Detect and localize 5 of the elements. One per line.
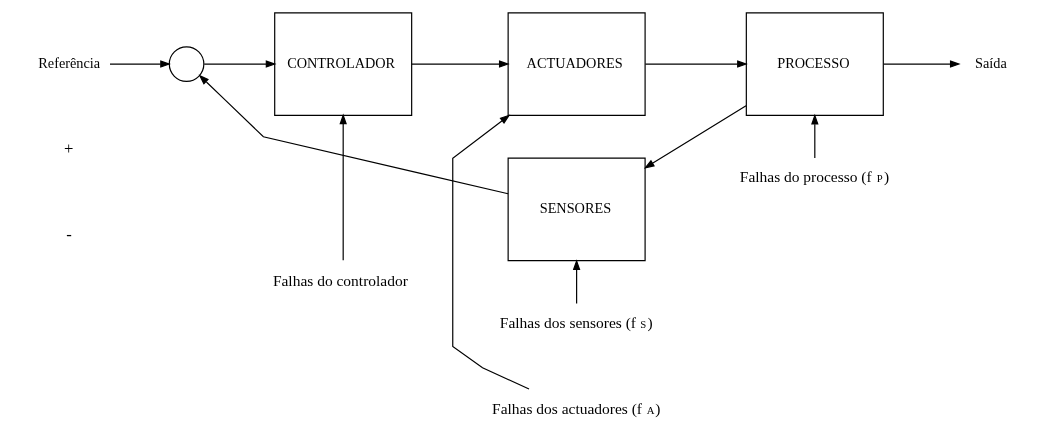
label: -: [65, 225, 72, 245]
label: +: [63, 139, 73, 159]
node-text: Saída: [974, 54, 1007, 71]
node-text: Referência: [37, 54, 100, 71]
node-text: Falhas do controlador: [272, 272, 408, 290]
